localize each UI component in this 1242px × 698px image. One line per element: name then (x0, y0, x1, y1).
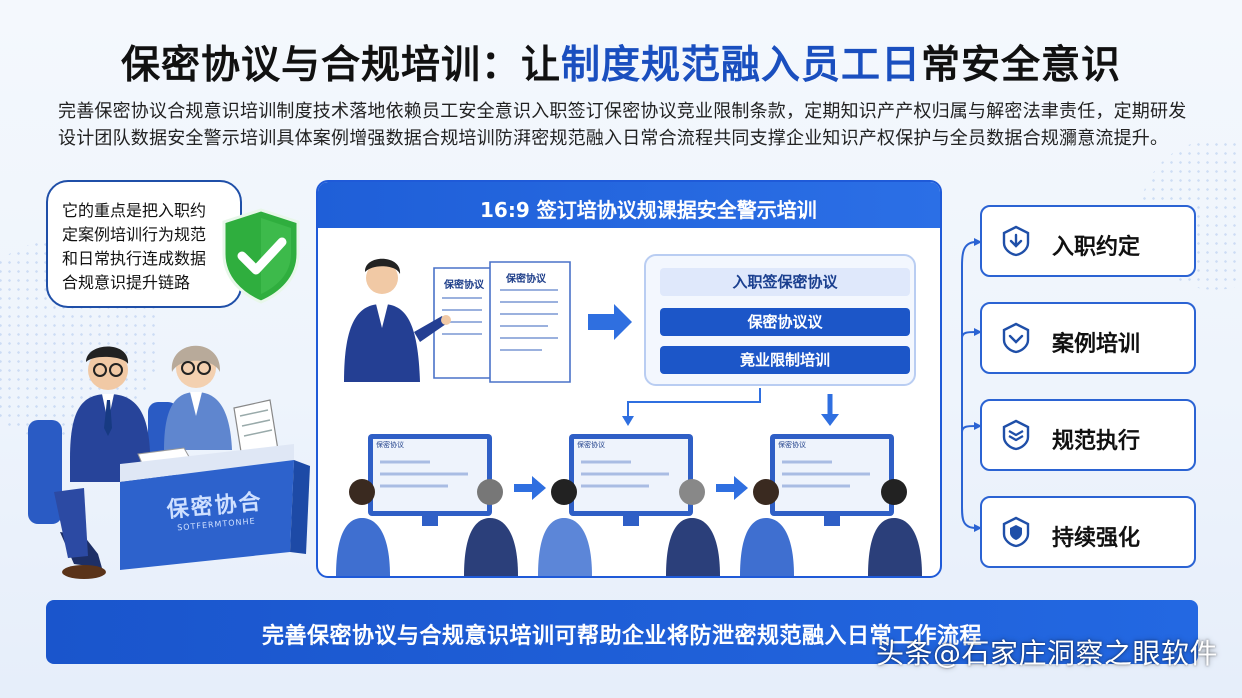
document-1-title: 保密协议 (444, 280, 484, 291)
agreement-steps-box: 入职签保密协议 保密协议议 竟业限制培训 (644, 254, 916, 386)
check-shield-icon (222, 208, 300, 304)
side-item-case-training: 案例培训 (980, 302, 1196, 374)
bottom-banner-text: 完善保密协议与合规意识培训可帮助企业将防泄密规范融入日常工作流程 (261, 624, 982, 649)
monitor-2-title: 保密协议 (577, 441, 605, 449)
side-item-execution: 规范执行 (980, 399, 1196, 471)
document-2-title: 保密协议 (506, 274, 546, 285)
download-shield-icon (1002, 225, 1030, 257)
step-confidentiality-agreement: 保密协议议 (660, 308, 910, 336)
arrow-down-shield-icon (1002, 322, 1030, 354)
monitor-1-title: 保密协议 (376, 441, 404, 449)
side-item-reinforcement: 持续强化 (980, 496, 1196, 568)
panel-illustration (336, 258, 922, 576)
security-shield-icon (1002, 516, 1030, 548)
side-item-label: 案例培训 (1052, 332, 1141, 357)
speech-bubble: 它的重点是把入职约 定案例培训行为规范 和日常执行连成数据 合规意识提升链路 (46, 180, 242, 308)
step-noncompete-training: 竟业限制培训 (660, 346, 910, 374)
side-list-connector (961, 238, 982, 532)
side-item-label: 入职约定 (1052, 235, 1141, 260)
page-title: 保密协议与合规培训：让制度规范融入员工日常安全意识 (120, 43, 1122, 88)
step-onboarding-agreement: 入职签保密协议 (660, 268, 910, 296)
monitor-group (368, 434, 894, 526)
side-item-onboarding: 入职约定 (980, 205, 1196, 277)
speech-bubble-text: 它的重点是把入职约 定案例培训行为规范 和日常执行连成数据 合规意识提升链路 (62, 201, 207, 292)
bottom-banner: 完善保密协议与合规意识培训可帮助企业将防泄密规范融入日常工作流程 (46, 600, 1198, 664)
panel-header: 16:9 签订培协议规课据安全警示培训 (318, 182, 940, 228)
side-item-label: 持续强化 (1052, 526, 1141, 551)
signing-scene-illustration (28, 345, 310, 579)
process-panel: 16:9 签订培协议规课据安全警示培训 (316, 180, 942, 578)
layers-shield-icon (1002, 419, 1030, 451)
intro-paragraph: 完善保密协议合规意识培训制度技术落地依赖员工安全意识入职签订保密协议竞业限制条款… (58, 101, 1187, 149)
watermark: 头条@石家庄洞察之眼软件 (875, 637, 1218, 670)
side-item-label: 规范执行 (1052, 429, 1141, 454)
monitor-3-title: 保密协议 (778, 441, 806, 449)
